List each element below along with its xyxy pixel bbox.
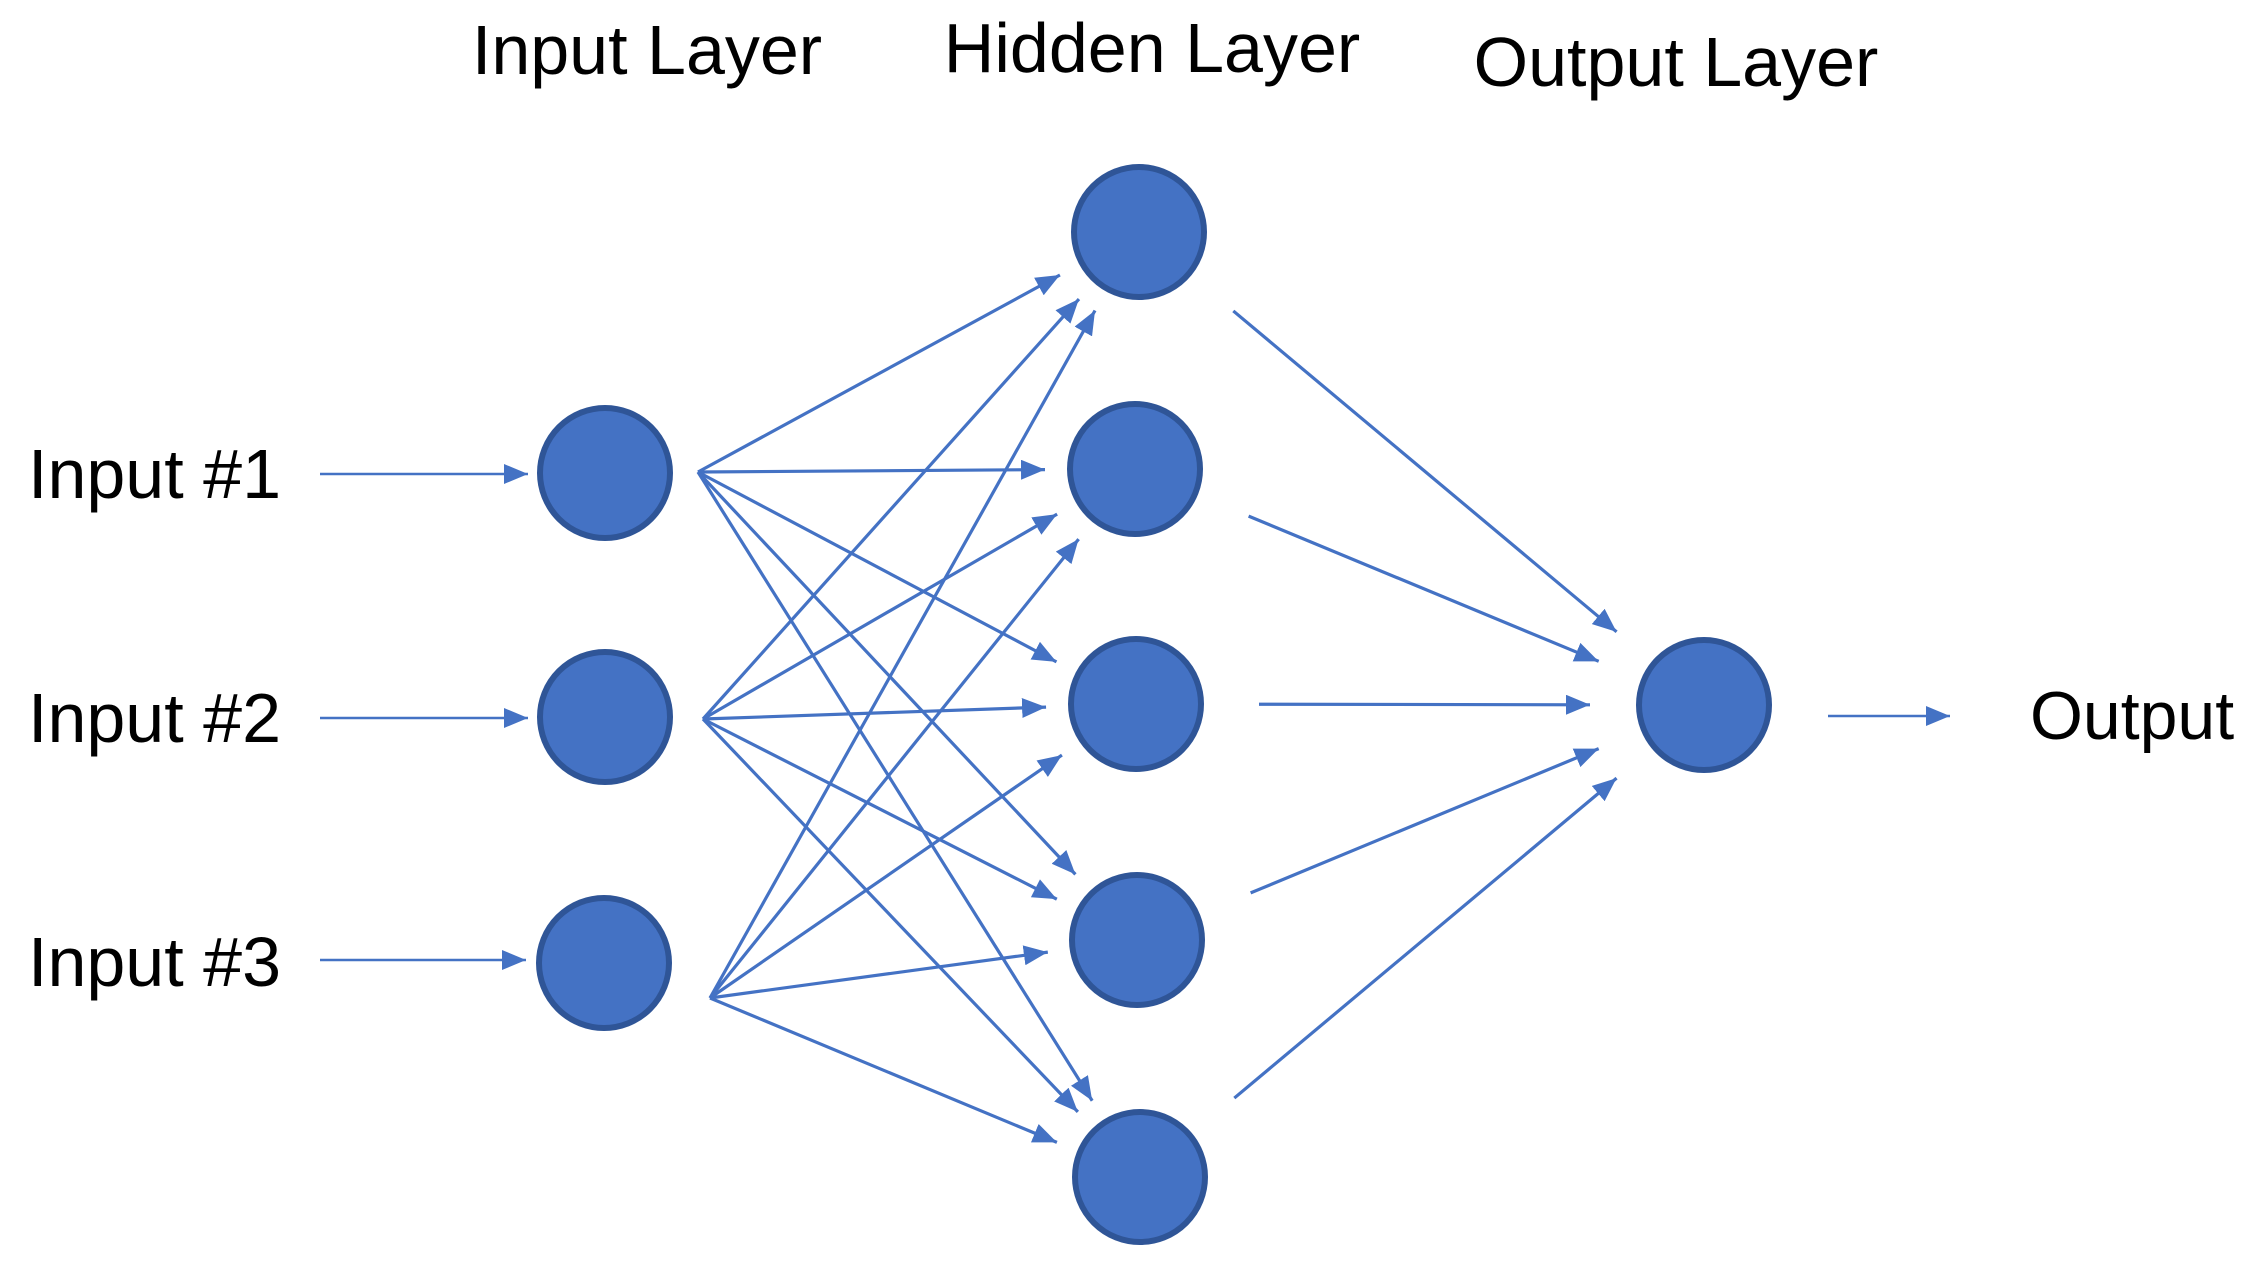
input-node-3 bbox=[536, 895, 672, 1031]
edge-i2-h1 bbox=[701, 297, 1081, 721]
edge-i2-h2 bbox=[702, 512, 1058, 721]
edge-i1-h4 bbox=[696, 470, 1077, 876]
edge-i3-h4 bbox=[709, 945, 1049, 1000]
edge-h5-o1 bbox=[1233, 776, 1618, 1100]
edge-i2-h3 bbox=[702, 697, 1047, 721]
hidden-node-3 bbox=[1068, 636, 1204, 772]
edge-i1-h1 bbox=[697, 273, 1061, 474]
edge-i3-h1 bbox=[708, 309, 1097, 999]
input-node-2 bbox=[537, 649, 673, 785]
output-node bbox=[1636, 637, 1772, 773]
hidden-node-4 bbox=[1069, 872, 1205, 1008]
input-node-1 bbox=[537, 405, 673, 541]
hidden-node-5 bbox=[1072, 1109, 1208, 1245]
output-label: Output bbox=[2030, 678, 2235, 754]
input-3-label: Input #3 bbox=[28, 923, 281, 1001]
edge-h4-o1 bbox=[1250, 747, 1600, 895]
edge-i3-h3 bbox=[709, 753, 1063, 1000]
hidden-layer-title: Hidden Layer bbox=[943, 9, 1361, 87]
input-2-label: Input #2 bbox=[28, 679, 281, 757]
edge-i3-h2 bbox=[708, 538, 1080, 1000]
edge-h2-o1 bbox=[1248, 514, 1600, 663]
output-layer-title: Output Layer bbox=[1473, 23, 1879, 101]
edge-h1-o1 bbox=[1232, 309, 1618, 634]
edge-h3-o1 bbox=[1258, 694, 1591, 715]
input-1-label: Input #1 bbox=[28, 435, 281, 513]
edge-i2-h5 bbox=[701, 717, 1080, 1113]
edge-i1-h5 bbox=[696, 471, 1094, 1102]
edge-i1-h3 bbox=[697, 470, 1058, 664]
hidden-node-1 bbox=[1071, 164, 1207, 300]
edge-i3-h5 bbox=[709, 996, 1058, 1144]
input-layer-title: Input Layer bbox=[471, 11, 823, 89]
hidden-node-2 bbox=[1067, 401, 1203, 537]
edge-i1-h2 bbox=[697, 459, 1046, 480]
edge-i2-h4 bbox=[702, 717, 1058, 901]
